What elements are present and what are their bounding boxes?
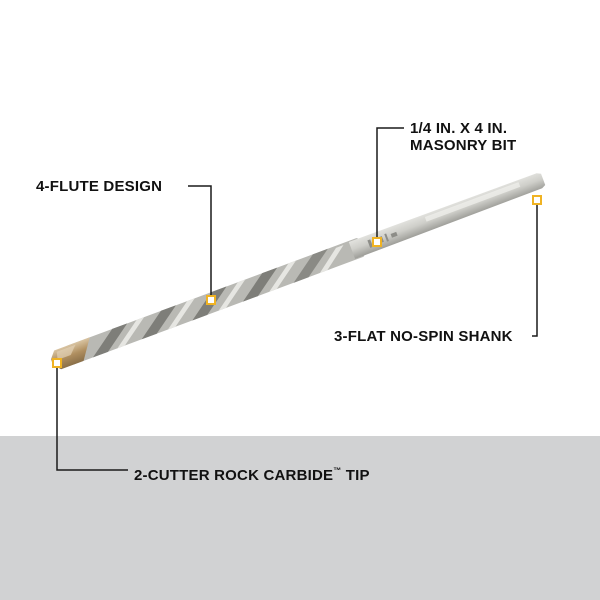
- callout-flute: 4-FLUTE DESIGN: [36, 178, 163, 195]
- marker-tip: [52, 358, 62, 368]
- background-top: [0, 0, 600, 436]
- marker-bit-size: [372, 237, 382, 247]
- leader-flute: [188, 185, 212, 300]
- shank-flat: [424, 182, 521, 222]
- background-bottom: [0, 436, 600, 600]
- marker-flute: [206, 295, 216, 305]
- callout-shank: 3-FLAT NO-SPIN SHANK: [334, 328, 513, 345]
- callout-bit-size: 1/4 IN. X 4 IN. MASONRY BIT: [410, 120, 516, 154]
- callout-tip-suffix: TIP: [341, 467, 370, 484]
- callout-bit-size-line2: MASONRY BIT: [410, 137, 517, 154]
- callout-tip-text: 2-CUTTER ROCK CARBIDE: [134, 467, 334, 484]
- callout-markers: [52, 195, 542, 368]
- leader-bit-size: [376, 127, 404, 242]
- leader-shank: [532, 200, 538, 337]
- marker-shank: [532, 195, 542, 205]
- leader-tip: [56, 363, 128, 471]
- callout-bit-size-line1: 1/4 IN. X 4 IN.: [410, 120, 508, 137]
- callout-tip: 2-CUTTER ROCK CARBIDE™ TIP: [134, 462, 370, 484]
- trademark-symbol: ™: [333, 466, 342, 475]
- callout-lines: [56, 127, 538, 471]
